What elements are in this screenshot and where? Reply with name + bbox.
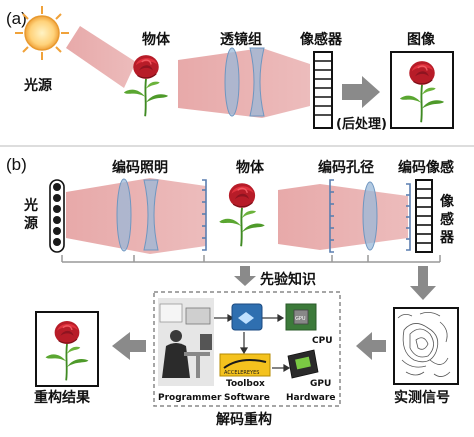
sensor-label-b-3: 器 bbox=[439, 230, 455, 246]
signal-to-decode-arrow bbox=[356, 332, 386, 360]
light-source-label-b-1: 光 bbox=[23, 197, 38, 214]
reconstruction-result-label: 重构结果 bbox=[34, 389, 91, 406]
coded-illumination-label: 编码照明 bbox=[112, 159, 168, 176]
panel-a-tag: (a) bbox=[6, 9, 27, 28]
sensor-mask bbox=[406, 183, 411, 251]
prior-bracket bbox=[61, 255, 441, 263]
light-beam-a bbox=[66, 26, 136, 88]
rose-object-b bbox=[218, 182, 266, 248]
prior-arrow bbox=[234, 266, 256, 286]
coded-aperture-label: 编码孔径 bbox=[318, 159, 374, 176]
sun-icon bbox=[15, 6, 69, 60]
coded-aperture-mask bbox=[329, 179, 334, 253]
measure-arrow bbox=[410, 266, 436, 300]
panel-a: (a) 光源 物体 透镜组 像感器 bbox=[6, 6, 454, 132]
decode-to-result-arrow bbox=[112, 332, 146, 360]
arrow-to-image-a bbox=[342, 76, 380, 108]
concave-lens-a bbox=[249, 47, 265, 117]
panel-b-tag: (b) bbox=[6, 155, 27, 174]
object-label-b: 物体 bbox=[236, 159, 265, 176]
illumination-lens-2 bbox=[143, 179, 159, 251]
panel-b: (b) 编码照明 物体 编码孔径 编码像感 光 源 bbox=[6, 155, 459, 428]
sensor-label-b-2: 感 bbox=[440, 211, 454, 228]
programmer-photo bbox=[158, 298, 214, 386]
measured-signal-image bbox=[397, 312, 451, 377]
illumination-lens-1 bbox=[116, 178, 132, 252]
decoding-label: 解码重构 bbox=[216, 411, 272, 428]
light-source-label-b-2: 源 bbox=[24, 215, 38, 232]
sensor-label-b-1: 像 bbox=[440, 193, 455, 210]
sensor-array-b bbox=[415, 179, 433, 253]
image-label-a: 图像 bbox=[407, 31, 436, 48]
lens-group-label: 透镜组 bbox=[220, 31, 262, 48]
post-processing-label: (后处理) bbox=[336, 116, 387, 132]
illumination-beam-b bbox=[66, 178, 206, 254]
convex-lens-a bbox=[224, 47, 240, 117]
imaging-beam-b bbox=[278, 184, 408, 250]
imaging-beam-a bbox=[178, 48, 310, 118]
hardware-label: Hardware bbox=[286, 393, 335, 403]
prior-knowledge-label: 先验知识 bbox=[260, 271, 316, 288]
coded-sensor-label: 编码像感 bbox=[398, 159, 454, 176]
sensor-array-a bbox=[313, 51, 333, 129]
gpu-chip-text: GPU bbox=[295, 316, 306, 322]
software-icon bbox=[231, 303, 263, 331]
illumination-mask bbox=[202, 179, 207, 251]
accelereyes-text: ACCELEREYES bbox=[224, 370, 259, 376]
gpu-card-icon bbox=[287, 349, 319, 379]
object-label-a: 物体 bbox=[142, 31, 171, 48]
programmer-label: Programmer bbox=[158, 393, 222, 403]
light-source-label-a: 光源 bbox=[23, 77, 52, 94]
cpu-label: CPU bbox=[312, 336, 333, 346]
measured-signal-frame bbox=[393, 307, 459, 385]
cpu-chip-icon: GPU bbox=[285, 303, 317, 331]
toolbox-label: Toolbox bbox=[226, 379, 265, 389]
aperture-lens bbox=[362, 181, 378, 251]
gpu-label: GPU bbox=[310, 379, 331, 389]
software-label: Software bbox=[224, 393, 270, 403]
led-array bbox=[49, 179, 65, 253]
sensor-label-a: 像感器 bbox=[300, 31, 343, 48]
toolbox-logo: ACCELEREYES bbox=[219, 353, 271, 377]
flow-arrows bbox=[214, 313, 291, 373]
measured-signal-label: 实测信号 bbox=[394, 389, 450, 406]
